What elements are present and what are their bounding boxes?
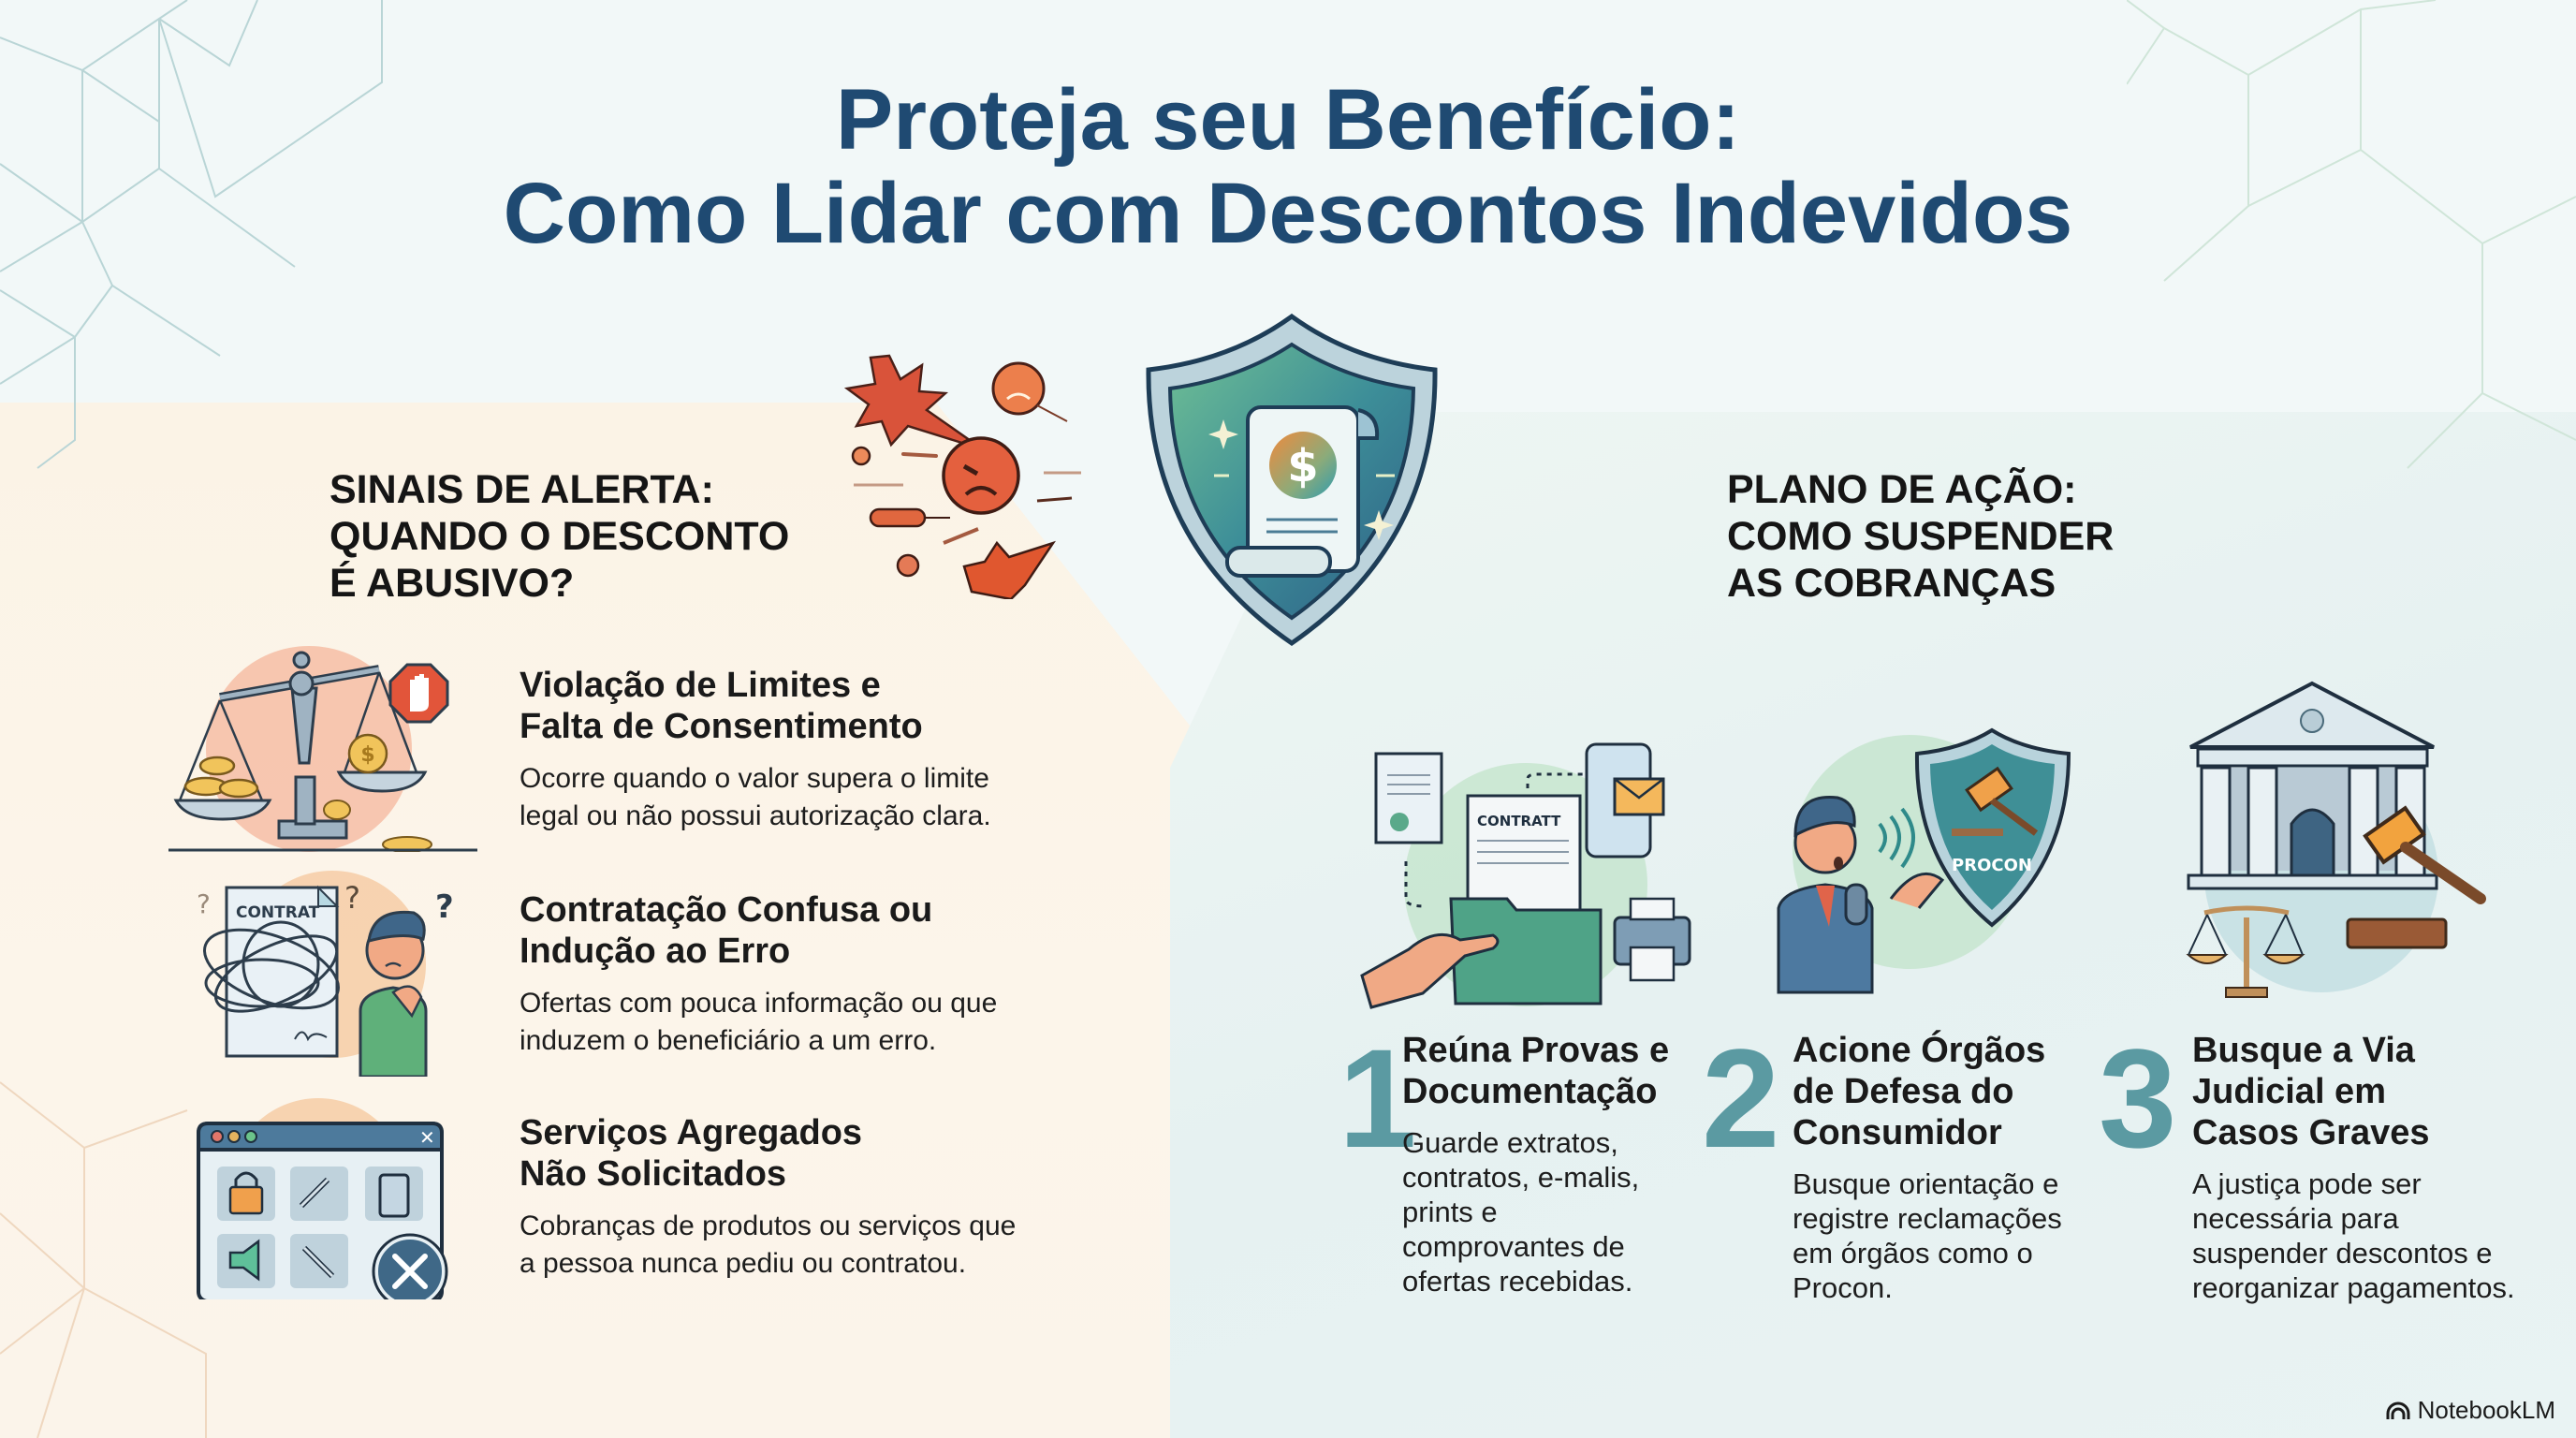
alert-item-description: Cobranças de produtos ou serviços que a … — [520, 1211, 1017, 1279]
confused-contract-icon: CONTRAT ? ? ? — [197, 871, 454, 1077]
alert-item-text: Serviços Agregados Não Solicitados Cobra… — [520, 1112, 1128, 1283]
alert-item-title: Serviços Agregados Não Solicitados — [520, 1113, 863, 1194]
alert-item-description: Ofertas com pouca informação ou que indu… — [520, 988, 998, 1056]
step-number: 3 — [2099, 1020, 2177, 1177]
alert-item-limits-consent: $ Violação de Limites e Falta de Consent… — [168, 637, 1105, 852]
unwanted-services-window-icon: ✕ — [197, 1098, 448, 1299]
alert-item-title: Contratação Confusa ou Indução ao Erro — [520, 890, 933, 971]
alert-item-text: Contratação Confusa ou Indução ao Erro O… — [520, 889, 1128, 1060]
title-line-1: Proteja seu Benefício: — [835, 72, 1741, 168]
alert-item-unrequested-services: ✕ Serviços Agregados Não Solicitados Cob… — [168, 1084, 1105, 1299]
svg-text:CONTRATT: CONTRATT — [1477, 813, 1561, 829]
step-title: Reúna Provas e Documentação — [1402, 1031, 1670, 1111]
step-text: Acione Órgãos de Defesa do Consumidor Bu… — [1793, 1030, 2130, 1305]
step-title: Busque a Via Judicial em Casos Graves — [2192, 1031, 2430, 1152]
warning-signs-heading: SINAIS DE ALERTA: QUANDO O DESCONTO É AB… — [329, 467, 790, 606]
svg-text:$: $ — [360, 743, 374, 767]
notebooklm-watermark: NotebookLM — [2386, 1396, 2555, 1425]
step-text: Reúna Provas e Documentação Guarde extra… — [1402, 1030, 1711, 1299]
svg-text:PROCON: PROCON — [1952, 856, 2032, 875]
broken-scale-stop-icon: $ — [168, 646, 477, 852]
courthouse-gavel-icon — [2186, 681, 2486, 998]
svg-text:?: ? — [435, 888, 454, 926]
svg-text:?: ? — [197, 888, 211, 919]
step-number: 1 — [1339, 1020, 1417, 1177]
alert-item-title: Violação de Limites e Falta de Consentim… — [520, 666, 923, 746]
alert-item-text: Violação de Limites e Falta de Consentim… — [520, 665, 1128, 835]
step-description: A justiça pode ser necessária para suspe… — [2192, 1167, 2515, 1304]
folder-documents-icon: CONTRATT — [1360, 742, 1691, 1009]
alert-item-confusing-contract: CONTRAT ? ? ? Contratação Confusa ou Ind… — [168, 861, 1105, 1077]
step-text: Busque a Via Judicial em Casos Graves A … — [2192, 1030, 2548, 1305]
alert-item-description: Ocorre quando o valor supera o limite le… — [520, 763, 991, 831]
step-description: Busque orientação e registre reclamações… — [1793, 1167, 2062, 1304]
svg-text:?: ? — [344, 880, 360, 916]
brand-label: NotebookLM — [2417, 1396, 2555, 1424]
svg-text:$: $ — [1287, 440, 1318, 492]
shield-document-dollar-icon: $ — [1146, 313, 1438, 647]
action-plan-heading: PLANO DE AÇÃO: COMO SUSPENDER AS COBRANÇ… — [1727, 467, 2115, 606]
notebooklm-logo-icon — [2386, 1401, 2410, 1419]
procon-shield-speaker-icon: PROCON — [1777, 727, 2071, 994]
step-description: Guarde extratos, contratos, e-malis, pri… — [1402, 1126, 1640, 1298]
step-number: 2 — [1702, 1020, 1780, 1177]
title-line-2: Como Lidar com Descontos Indevidos — [503, 166, 2073, 261]
svg-text:CONTRAT: CONTRAT — [236, 903, 320, 922]
angry-alert-burst-icon — [843, 354, 1081, 599]
page-title: Proteja seu Benefício: Como Lidar com De… — [0, 73, 2576, 260]
step-title: Acione Órgãos de Defesa do Consumidor — [1793, 1031, 2046, 1152]
svg-text:✕: ✕ — [419, 1126, 435, 1149]
